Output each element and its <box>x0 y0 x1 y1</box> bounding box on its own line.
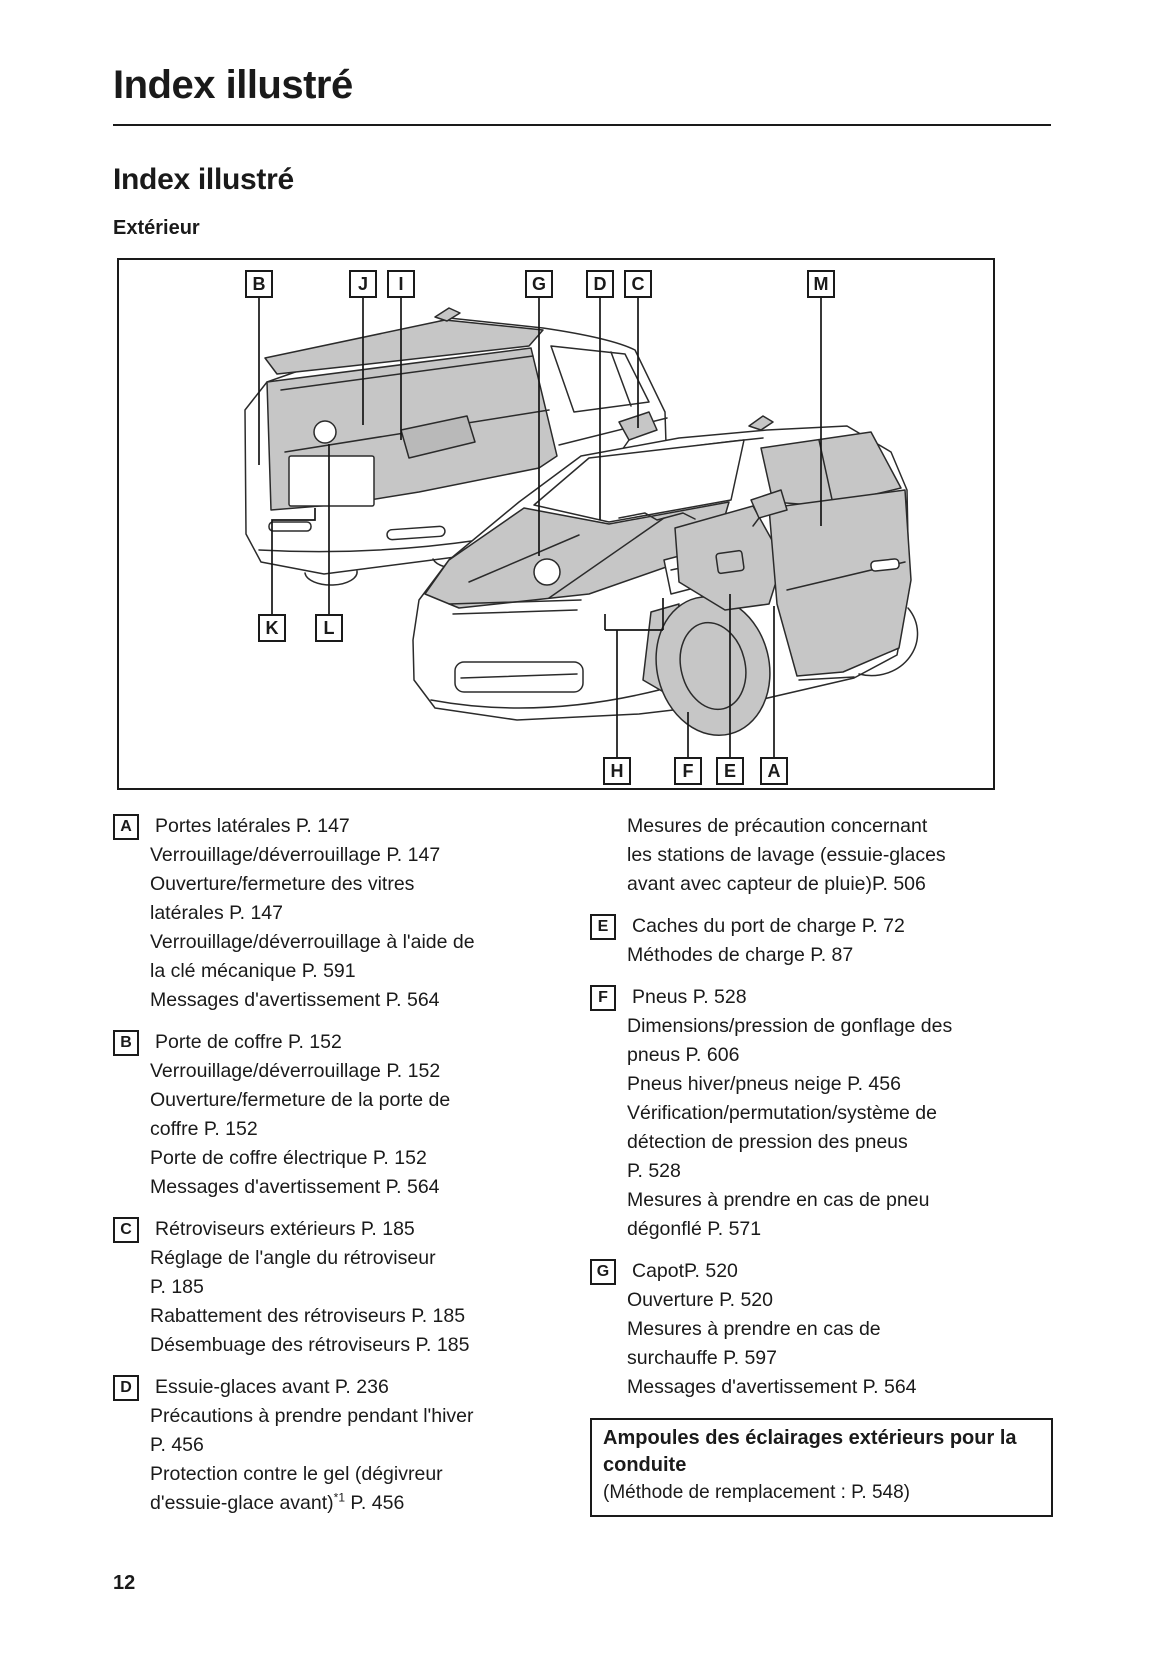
index-line: Caches du port de charge P. 72 <box>632 915 905 937</box>
item-letter-box: C <box>113 1217 139 1243</box>
callout-label-h: H <box>603 757 631 785</box>
index-items-right: Mesures de précaution concernant les stat… <box>590 812 1053 1415</box>
index-line: Réglage de l'angle du rétroviseur <box>150 1247 436 1269</box>
callout-label-i: I <box>387 270 415 298</box>
item-text: Caches du port de charge P. 72 Méthodes d… <box>627 912 1053 970</box>
callout-label-d: D <box>586 270 614 298</box>
index-line: Verrouillage/déverrouillage P. 147 <box>150 844 441 866</box>
note-box-detail: (Méthode de remplacement : P. 548) <box>603 1482 910 1503</box>
callout-label-m: M <box>807 270 835 298</box>
index-item-e: E Caches du port de charge P. 72 Méthodes … <box>590 912 1053 970</box>
exterior-bulbs-note-box: Ampoules des éclairages extérieurs pour … <box>590 1418 1053 1517</box>
item-letter-box: E <box>590 914 616 940</box>
callout-label-f: F <box>674 757 702 785</box>
item-letter-box: G <box>590 1259 616 1285</box>
index-line: d'essuie-glace avant)*1 P. 456 <box>150 1490 405 1515</box>
index-line: Précautions à prendre pendant l'hiver <box>150 1405 474 1427</box>
index-line: latérales P. 147 <box>150 902 283 924</box>
callout-lines <box>258 298 822 757</box>
callout-label-b: B <box>245 270 273 298</box>
index-line: Portes latérales P. 147 <box>155 815 350 837</box>
item-text: Mesures de précaution concernant les stat… <box>627 812 1053 899</box>
callout-label-j: J <box>349 270 377 298</box>
index-line: P. 185 <box>150 1276 204 1298</box>
index-item-continued: Mesures de précaution concernant les stat… <box>590 812 1053 899</box>
car-rear-view <box>244 307 668 586</box>
index-line: les stations de lavage (essuie-glaces <box>627 844 946 866</box>
index-line: Rabattement des rétroviseurs P. 185 <box>150 1305 466 1327</box>
index-line: Pneus P. 528 <box>632 986 747 1008</box>
index-line: Méthodes de charge P. 87 <box>627 944 854 966</box>
index-line: coffre P. 152 <box>150 1118 258 1140</box>
index-line: Verrouillage/déverrouillage P. 152 <box>150 1060 441 1082</box>
exterior-diagram: B J I G D C M K L H F E A <box>117 258 995 790</box>
index-line: dégonflé P. 571 <box>627 1218 762 1240</box>
index-line: Ouverture/fermeture des vitres <box>150 873 415 895</box>
chapter-title: Index illustré <box>113 62 353 107</box>
item-letter-box: D <box>113 1375 139 1401</box>
title-divider <box>113 124 1051 126</box>
index-line: Mesures de précaution concernant <box>627 815 928 837</box>
index-line: Protection contre le gel (dégivreur <box>150 1463 443 1485</box>
index-line: P. 528 <box>627 1160 681 1182</box>
index-line: pneus P. 606 <box>627 1044 740 1066</box>
car-line-art <box>244 298 919 757</box>
index-line: Porte de coffre électrique P. 152 <box>150 1147 427 1169</box>
subsection-title: Extérieur <box>113 217 200 239</box>
car-front-view <box>412 415 919 737</box>
item-letter-box: B <box>113 1030 139 1056</box>
index-line: Essuie-glaces avant P. 236 <box>155 1376 389 1398</box>
index-line: la clé mécanique P. 591 <box>150 960 356 982</box>
index-line: Rétroviseurs extérieurs P. 185 <box>155 1218 415 1240</box>
callout-label-l: L <box>315 614 343 642</box>
index-line: détection de pression des pneus <box>627 1131 908 1153</box>
index-line: surchauffe P. 597 <box>627 1347 777 1369</box>
item-letter-box: F <box>590 985 616 1011</box>
index-line: Mesures à prendre en cas de pneu <box>627 1189 930 1211</box>
index-line: Verrouillage/déverrouillage à l'aide de <box>150 931 475 953</box>
callout-label-k: K <box>258 614 286 642</box>
index-line: Vérification/permutation/système de <box>627 1102 937 1124</box>
index-line: Dimensions/pression de gonflage des <box>627 1015 953 1037</box>
index-line: Porte de coffre P. 152 <box>155 1031 342 1053</box>
index-line: Messages d'avertissement P. 564 <box>150 1176 440 1198</box>
index-line: P. 456 <box>150 1434 204 1456</box>
index-column-right: Mesures de précaution concernant les stat… <box>590 812 1053 1517</box>
note-box-title: Ampoules des éclairages extérieurs pour … <box>603 1427 1017 1476</box>
index-line: Mesures à prendre en cas de <box>627 1318 881 1340</box>
index-line: Messages d'avertissement P. 564 <box>627 1376 917 1398</box>
callout-label-e: E <box>716 757 744 785</box>
index-line: Ouverture/fermeture de la porte de <box>150 1089 451 1111</box>
callout-label-g: G <box>525 270 553 298</box>
page-number: 12 <box>113 1572 136 1594</box>
index-line: CapotP. 520 <box>632 1260 738 1282</box>
index-line: Ouverture P. 520 <box>627 1289 773 1311</box>
index-line: Désembuage des rétroviseurs P. 185 <box>150 1334 470 1356</box>
index-line: Pneus hiver/pneus neige P. 456 <box>627 1073 901 1095</box>
item-letter-box: A <box>113 814 139 840</box>
callout-label-a: A <box>760 757 788 785</box>
index-line: Messages d'avertissement P. 564 <box>150 989 440 1011</box>
section-title: Index illustré <box>113 162 294 196</box>
index-line: avant avec capteur de pluie)P. 506 <box>627 873 926 895</box>
callout-label-c: C <box>624 270 652 298</box>
